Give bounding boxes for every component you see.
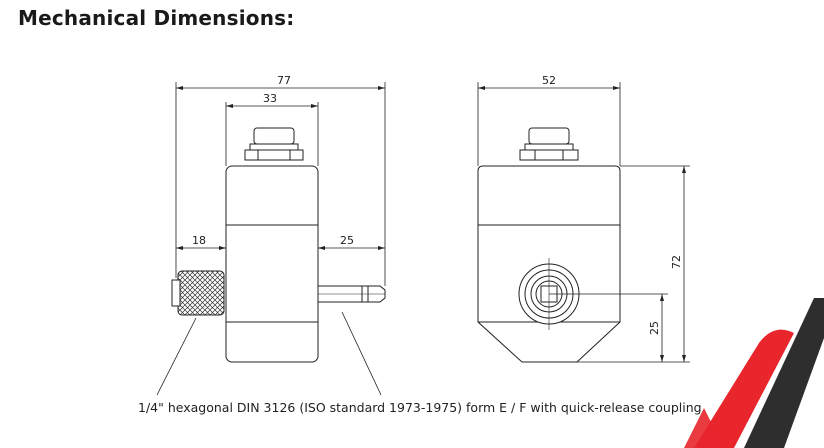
front-dimension-lines — [156, 82, 386, 396]
leader-shaft — [341, 311, 382, 396]
dim-18: 18 — [192, 234, 206, 247]
side-dimension-lines — [477, 82, 690, 363]
brand-watermark-logo — [684, 298, 824, 448]
caption-hex-coupling: 1/4" hexagonal DIN 3126 (ISO standard 19… — [138, 400, 702, 415]
side-nut — [519, 149, 579, 161]
dim-77: 77 — [277, 74, 291, 87]
knurled-knob — [177, 270, 225, 316]
front-dim-arrows — [176, 86, 385, 250]
front-top-cap — [253, 127, 295, 145]
dim-72: 72 — [670, 255, 683, 269]
front-view — [171, 127, 386, 363]
leader-knob — [156, 317, 197, 396]
front-body — [225, 165, 319, 363]
side-dim-arrows — [478, 86, 686, 362]
knob-collar — [171, 279, 181, 307]
page-title: Mechanical Dimensions: — [18, 6, 295, 30]
front-nut — [244, 149, 304, 161]
side-top-cap — [528, 127, 570, 145]
dim-33: 33 — [263, 92, 277, 105]
dim-52: 52 — [542, 74, 556, 87]
front-cap-base — [249, 143, 299, 151]
dim-25-shaft: 25 — [340, 234, 354, 247]
dim-25-center: 25 — [648, 321, 661, 335]
